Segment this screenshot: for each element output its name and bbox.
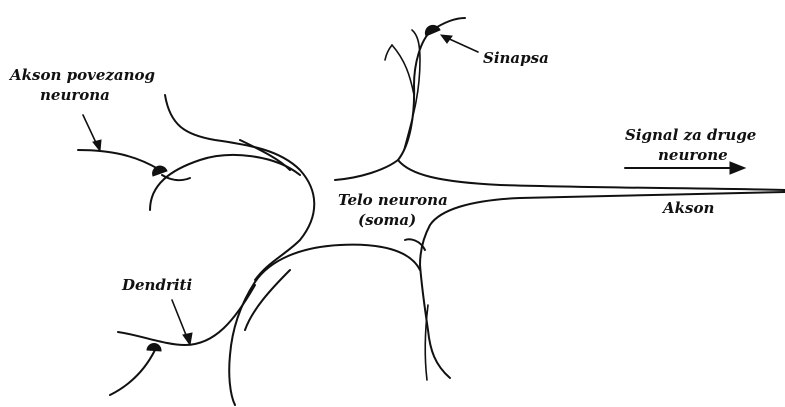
- dendrite-bottom-inner: [245, 270, 290, 330]
- signal-arrow-head: [730, 162, 745, 174]
- label-soma-2: (soma): [358, 211, 416, 229]
- dendrite-upper-left: [165, 95, 314, 280]
- label-axon: Akson: [661, 199, 714, 217]
- label-signal-1: Signal za druge: [625, 126, 756, 144]
- dendrite-lower-left-tail: [110, 350, 155, 395]
- label-dendrites: Dendriti: [121, 276, 192, 294]
- synapse-left: [153, 166, 167, 176]
- synapse-bottom-left: [147, 343, 161, 351]
- dendrite-lower-right: [420, 265, 450, 378]
- dendrite-top-left-stub: [385, 45, 392, 60]
- dendrites-pointer-head: [183, 333, 192, 345]
- synapses: [147, 25, 440, 351]
- dendrite-top-branch-1: [392, 45, 414, 95]
- axon-bottom-edge: [420, 192, 785, 265]
- label-soma-1: Telo neurona: [338, 191, 448, 209]
- synapse-top: [425, 25, 440, 36]
- dendrite-left-lobe: [150, 155, 300, 210]
- label-connected-axon-2: neurona: [40, 86, 110, 104]
- label-connected-axon-1: Akson povezanog: [8, 66, 155, 84]
- label-synapse: Sinapsa: [483, 49, 549, 67]
- dendrite-top-branch-2: [404, 30, 420, 150]
- label-signal-2: neurone: [658, 146, 728, 164]
- synapse-pointer-head: [441, 35, 452, 43]
- axon-top-edge: [398, 160, 785, 190]
- dendrite-bottom-loop: [229, 245, 420, 405]
- connected-axon-pointer-head: [93, 140, 101, 151]
- connected-axon: [78, 150, 160, 170]
- dendrite-top: [335, 30, 432, 180]
- labels: Akson povezanog neurona Sinapsa Signal z…: [8, 49, 756, 294]
- connected-axon-lower: [162, 175, 190, 180]
